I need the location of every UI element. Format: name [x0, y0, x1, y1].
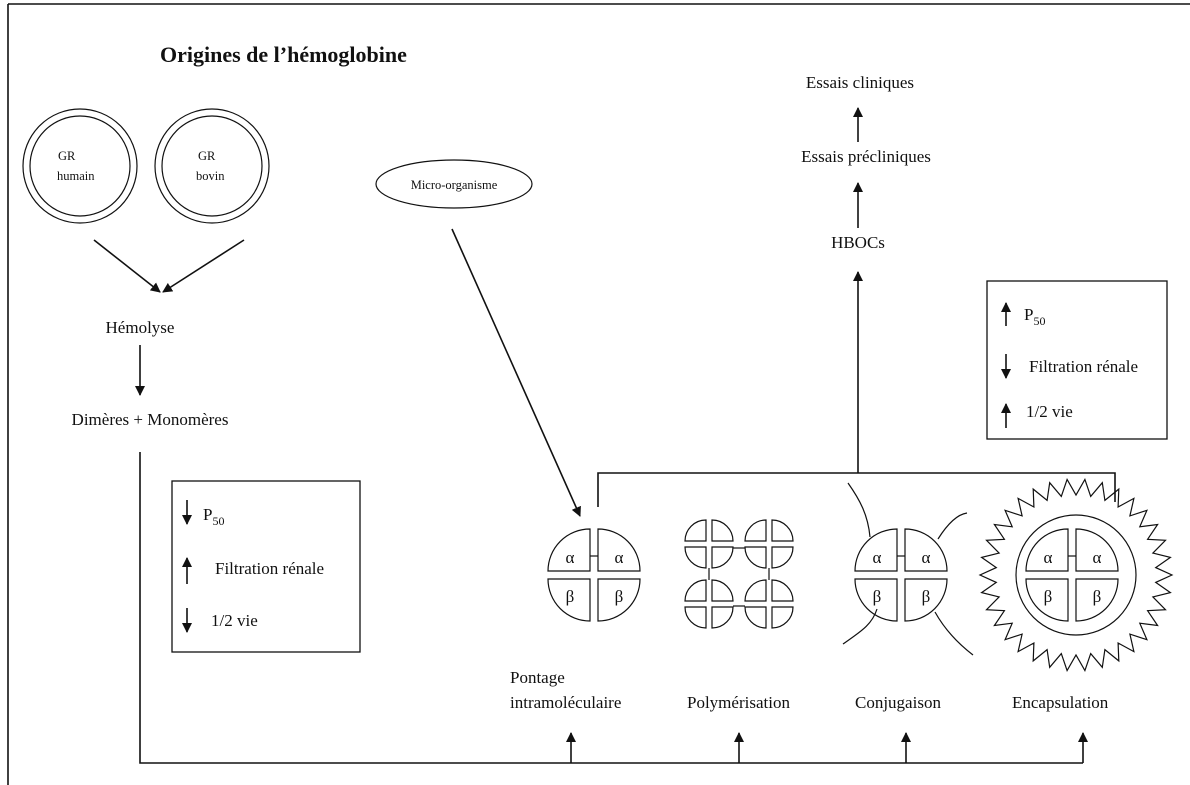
left-effects-box: P50 Filtration rénale 1/2 vie	[171, 480, 361, 653]
polymerisation-network	[684, 519, 794, 629]
bottom-routing-line	[139, 452, 1083, 764]
microorganism-label: Micro-organisme	[411, 178, 498, 192]
human-red-cell-label-1: GR	[58, 149, 76, 163]
conj-alpha2-quadrant	[904, 528, 948, 572]
polymer-unit-bottom-right	[744, 579, 794, 629]
polymer-unit-quadrant	[711, 579, 734, 602]
conjugaison-label: Conjugaison	[855, 693, 941, 712]
polymer-unit-quadrant	[771, 579, 794, 602]
polymer-unit-quadrant	[744, 606, 767, 629]
liposome-membrane	[978, 477, 1174, 673]
human-red-cell-label-2: humain	[57, 169, 95, 183]
polymer-unit-quadrant	[744, 519, 767, 542]
encap-alpha1-quadrant	[1025, 528, 1069, 572]
pontage-alpha2-label: α	[615, 548, 624, 567]
encap-alpha2-quadrant	[1075, 528, 1119, 572]
pontage-beta1-quadrant	[547, 578, 591, 622]
polymer-unit-quadrant	[771, 519, 794, 542]
polymer-unit-quadrant	[684, 519, 707, 542]
pontage-alpha2-quadrant	[597, 528, 641, 572]
polymer-unit-quadrant	[684, 579, 707, 602]
bovine-red-cell-inner-ring	[161, 115, 263, 217]
human-red-cell-node: GR humain	[22, 108, 138, 224]
encap-beta1-label: β	[1044, 587, 1053, 606]
encap-beta1-quadrant	[1025, 578, 1069, 622]
encap-beta2-label: β	[1093, 587, 1102, 606]
right-effects-box: P50 Filtration rénale 1/2 vie	[986, 280, 1168, 440]
pontage-alpha1-label: α	[566, 548, 575, 567]
pontage-beta1-label: β	[566, 587, 575, 606]
encap-beta2-quadrant	[1075, 578, 1119, 622]
preclinical-label: Essais précliniques	[801, 147, 931, 166]
pontage-label-2: intramoléculaire	[510, 693, 621, 712]
bovine-red-cell-outer-ring	[154, 108, 270, 224]
hbocs-label: HBOCs	[831, 233, 885, 252]
conj-beta1-label: β	[873, 587, 882, 606]
peg-chain	[842, 608, 878, 645]
pontage-label-1: Pontage	[510, 668, 565, 687]
human-red-cell-inner-ring	[29, 115, 131, 217]
polymer-unit-quadrant	[684, 606, 707, 629]
polymer-unit-quadrant	[711, 606, 734, 629]
pontage-alpha1-quadrant	[547, 528, 591, 572]
hemolysis-label: Hémolyse	[106, 318, 175, 337]
clinical-label: Essais cliniques	[806, 73, 914, 92]
right-effects-frame	[986, 280, 1168, 440]
polymer-unit-bottom-left	[684, 579, 734, 629]
human-red-cell-outer-ring	[22, 108, 138, 224]
encapsulation-liposome: α α β β	[978, 477, 1174, 673]
conj-alpha2-label: α	[922, 548, 931, 567]
pontage-beta2-label: β	[615, 587, 624, 606]
left-renal-filtration-label: Filtration rénale	[215, 559, 324, 578]
conjugaison-tetramer: α α β β	[842, 482, 974, 656]
conj-beta2-label: β	[922, 587, 931, 606]
polymer-unit-quadrant	[744, 579, 767, 602]
arrow-human-to-hemolysis	[93, 239, 161, 293]
encap-alpha2-label: α	[1093, 548, 1102, 567]
polymer-unit-quadrant	[744, 546, 767, 569]
right-halflife-label: 1/2 vie	[1026, 402, 1073, 421]
bovine-red-cell-label-1: GR	[198, 149, 216, 163]
polymer-unit-quadrant	[711, 546, 734, 569]
pontage-tetramer: α α β β	[547, 528, 641, 622]
encap-alpha1-label: α	[1044, 548, 1053, 567]
polymer-unit-quadrant	[771, 606, 794, 629]
left-effects-frame	[171, 480, 361, 653]
polymerisation-label: Polymérisation	[687, 693, 790, 712]
modifications-bracket	[597, 472, 1116, 507]
bovine-red-cell-label-2: bovin	[196, 169, 225, 183]
diagram-title: Origines de l’hémoglobine	[160, 42, 407, 67]
polymer-unit-quadrant	[684, 546, 707, 569]
conj-beta2-quadrant	[904, 578, 948, 622]
microorganism-ellipse	[375, 159, 533, 209]
liposome-inner-membrane	[1015, 514, 1137, 636]
arrow-bovine-to-hemolysis	[162, 239, 245, 293]
dimers-monomers-label: Dimères + Monomères	[72, 410, 229, 429]
encapsulation-label: Encapsulation	[1012, 693, 1109, 712]
microorganism-node: Micro-organisme	[375, 159, 533, 209]
left-p50-label: P50	[203, 505, 224, 528]
left-halflife-label: 1/2 vie	[211, 611, 258, 630]
peg-chain	[847, 482, 871, 538]
peg-chain	[937, 512, 968, 540]
right-p50-label: P50	[1024, 305, 1045, 328]
right-renal-filtration-label: Filtration rénale	[1029, 357, 1138, 376]
conj-alpha1-label: α	[873, 548, 882, 567]
conj-alpha1-quadrant	[854, 528, 898, 572]
bovine-red-cell-node: GR bovin	[154, 108, 270, 224]
polymer-unit-top-left	[684, 519, 734, 569]
pontage-beta2-quadrant	[597, 578, 641, 622]
conj-beta1-quadrant	[854, 578, 898, 622]
polymer-unit-quadrant	[711, 519, 734, 542]
peg-chain	[934, 611, 974, 656]
polymer-unit-top-right	[744, 519, 794, 569]
polymer-unit-quadrant	[771, 546, 794, 569]
arrow-microorganism-to-pontage	[451, 228, 581, 517]
